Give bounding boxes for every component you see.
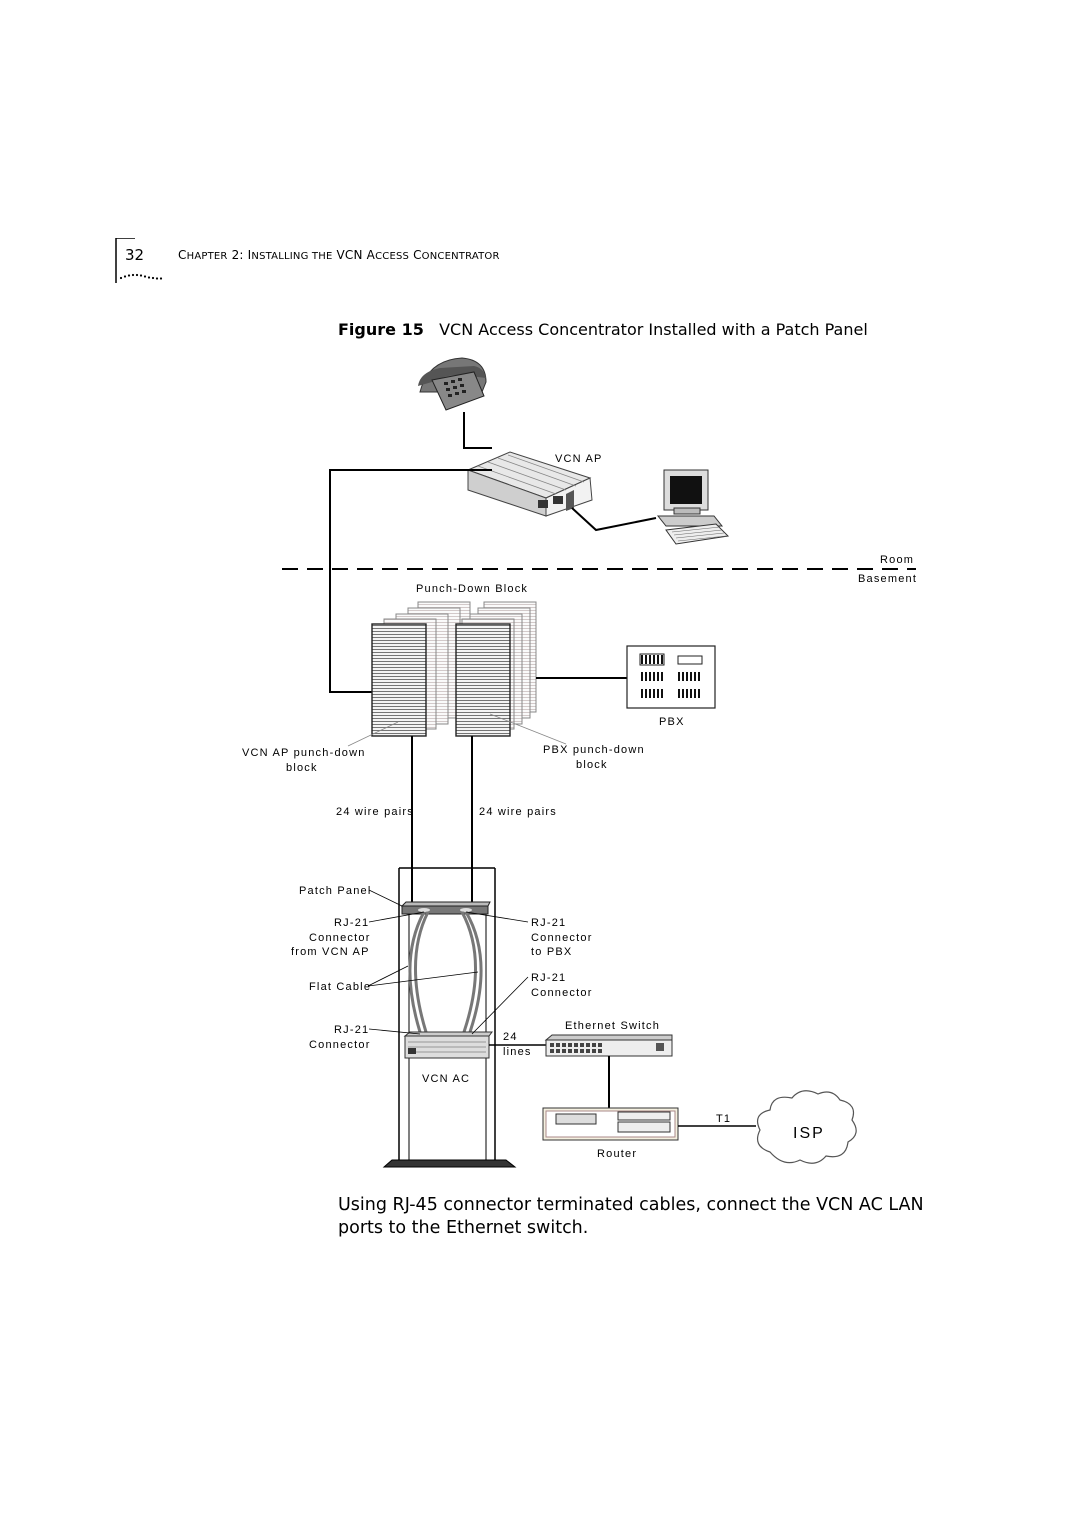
pbx-punch-down-label-1: PBX punch-down [543, 744, 645, 756]
rj21-left-label-1: RJ-21 [334, 1024, 369, 1036]
patch-panel-label: Patch Panel [299, 885, 372, 897]
isp-cloud-icon [757, 1090, 857, 1164]
rj21-right-label-2: Connector [531, 987, 593, 999]
vcn-ap-device-icon [466, 451, 593, 517]
figure-label: Figure 15 [338, 320, 424, 339]
rj21-from-ap-label-3: from VCN AP [291, 946, 370, 958]
basement-label: Basement [858, 573, 917, 585]
rj21-from-ap-label-2: Connector [309, 932, 371, 944]
vcn-ap-punch-down-label-2: block [286, 762, 318, 774]
lines-count-label: 24 [503, 1031, 518, 1043]
running-header: CHAPTER 2: INSTALLING THE VCN ACCESS CON… [178, 248, 500, 262]
pbx-label: PBX [659, 716, 685, 728]
wire-pairs-left-label: 24 wire pairs [336, 806, 414, 818]
page-number: 32 [125, 246, 145, 264]
rj21-from-ap-label-1: RJ-21 [334, 917, 369, 929]
pbx-punch-down-block [455, 601, 537, 737]
vcn-ac-label: VCN AC [422, 1073, 470, 1085]
figure-title: VCN Access Concentrator Installed with a… [439, 320, 868, 339]
ethernet-switch-icon [544, 1034, 673, 1057]
router-icon [542, 1107, 679, 1141]
computer-icon [656, 469, 730, 545]
rj21-left-label-2: Connector [309, 1039, 371, 1051]
ethernet-switch-label: Ethernet Switch [565, 1020, 660, 1032]
vcn-ap-label: VCN AP [555, 453, 603, 465]
page-corner-mark [115, 238, 163, 283]
patch-panel-icon [400, 901, 491, 915]
vcn-ap-punch-down-label-1: VCN AP punch-down [242, 747, 366, 759]
figure-caption: Figure 15 VCN Access Concentrator Instal… [338, 320, 868, 339]
t1-label: T1 [716, 1113, 731, 1125]
lines-label: lines [503, 1046, 532, 1058]
pbx-punch-down-label-2: block [576, 759, 608, 771]
router-label: Router [597, 1148, 637, 1160]
flat-cable-label: Flat Cable [309, 981, 371, 993]
punch-down-block-label: Punch-Down Block [416, 583, 528, 595]
rj21-to-pbx-label-3: to PBX [531, 946, 572, 958]
wire-pairs-right-label: 24 wire pairs [479, 806, 557, 818]
pbx-icon [626, 645, 716, 709]
telephone-icon [418, 357, 487, 411]
rj21-right-label-1: RJ-21 [531, 972, 566, 984]
vcn-ac-device-icon [403, 1031, 493, 1059]
rj21-to-pbx-label-1: RJ-21 [531, 917, 566, 929]
room-label: Room [880, 554, 914, 566]
isp-label: ISP [793, 1125, 825, 1142]
rj21-to-pbx-label-2: Connector [531, 932, 593, 944]
vcn-ap-punch-down-block [371, 601, 471, 737]
flat-cable-icon [408, 911, 483, 1033]
body-paragraph: Using RJ-45 connector terminated cables,… [338, 1195, 924, 1238]
